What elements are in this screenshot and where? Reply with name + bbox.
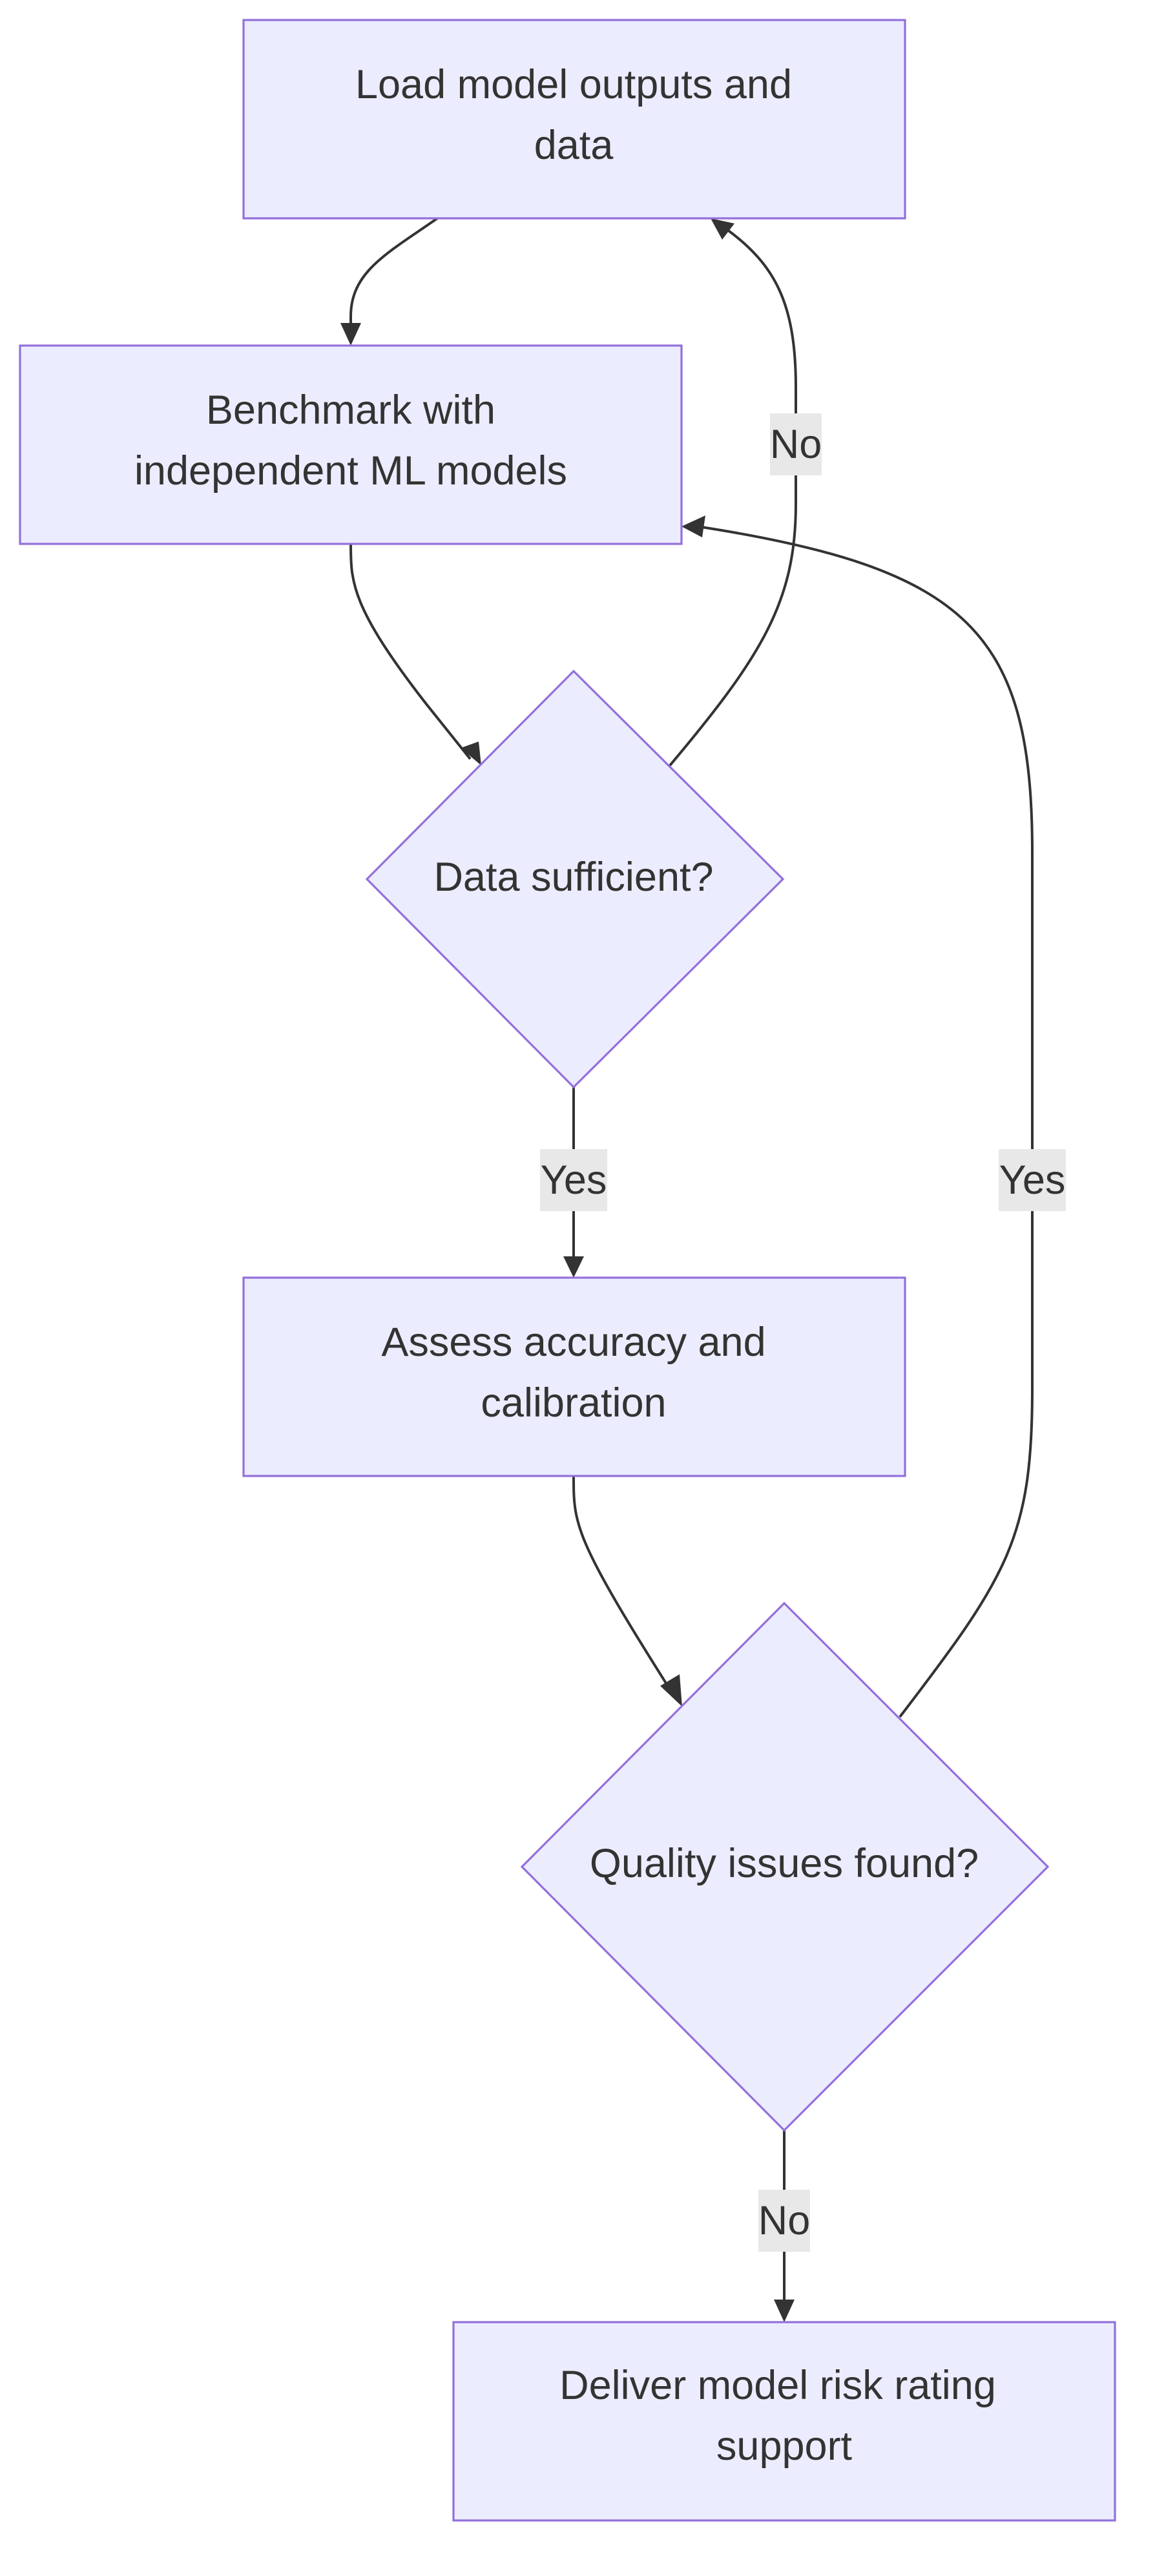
edge-load-to-benchmark — [349, 217, 439, 342]
edge-label-no-bottom-text: No — [758, 2198, 811, 2243]
node-benchmark-line-2: independent ML models — [134, 448, 567, 493]
node-quality-line-1: Quality issues found? — [590, 1841, 979, 1886]
edge-label-yes-right-text: Yes — [999, 1158, 1066, 1203]
node-data-sufficient: Data sufficient? — [365, 669, 785, 1089]
edge-benchmark-to-sufficient — [349, 543, 472, 760]
node-deliver-line-1: Deliver model risk rating — [559, 2363, 996, 2408]
arrowhead-sufficient-to-assess — [563, 1256, 584, 1278]
edge-quality-to-benchmark — [697, 525, 1034, 1718]
edge-assess-to-quality — [572, 1475, 673, 1694]
arrowhead-assess-to-quality — [660, 1674, 682, 1707]
edge-labels: No Yes Yes No — [540, 413, 1066, 2252]
edge-label-no-top-text: No — [770, 422, 822, 467]
node-sufficient-line-1: Data sufficient? — [433, 855, 713, 900]
node-benchmark: Benchmark with independent ML models — [19, 344, 683, 545]
node-assess-line-1: Assess accuracy and — [381, 1320, 765, 1365]
edge-label-no-bottom: No — [758, 2190, 811, 2252]
node-deliver-rating: Deliver model risk rating support — [452, 2321, 1116, 2522]
arrowhead-benchmark-to-sufficient — [461, 742, 481, 765]
node-quality-issues: Quality issues found? — [520, 1601, 1050, 2132]
edge-label-no-top: No — [770, 413, 822, 475]
arrowhead-load-to-benchmark — [340, 323, 361, 346]
arrowhead-quality-to-deliver — [774, 2300, 795, 2322]
node-load-model-outputs: Load model outputs and data — [242, 19, 906, 220]
node-benchmark-line-1: Benchmark with — [206, 388, 495, 433]
nodes: Load model outputs and data Benchmark wi… — [19, 19, 1116, 2522]
edge-sufficient-to-load — [669, 228, 797, 767]
node-load-line-2: data — [534, 123, 614, 168]
node-assess-line-2: calibration — [481, 1380, 666, 1426]
node-deliver-line-2: support — [716, 2424, 853, 2469]
edge-label-yes-left: Yes — [540, 1149, 607, 1211]
edge-label-yes-right: Yes — [999, 1149, 1066, 1211]
edge-label-yes-left-text: Yes — [541, 1158, 607, 1203]
arrowhead-quality-to-benchmark — [682, 515, 705, 537]
node-assess-accuracy: Assess accuracy and calibration — [242, 1276, 906, 1477]
arrowhead-sufficient-to-load — [711, 218, 734, 240]
node-load-line-1: Load model outputs and — [355, 62, 792, 107]
